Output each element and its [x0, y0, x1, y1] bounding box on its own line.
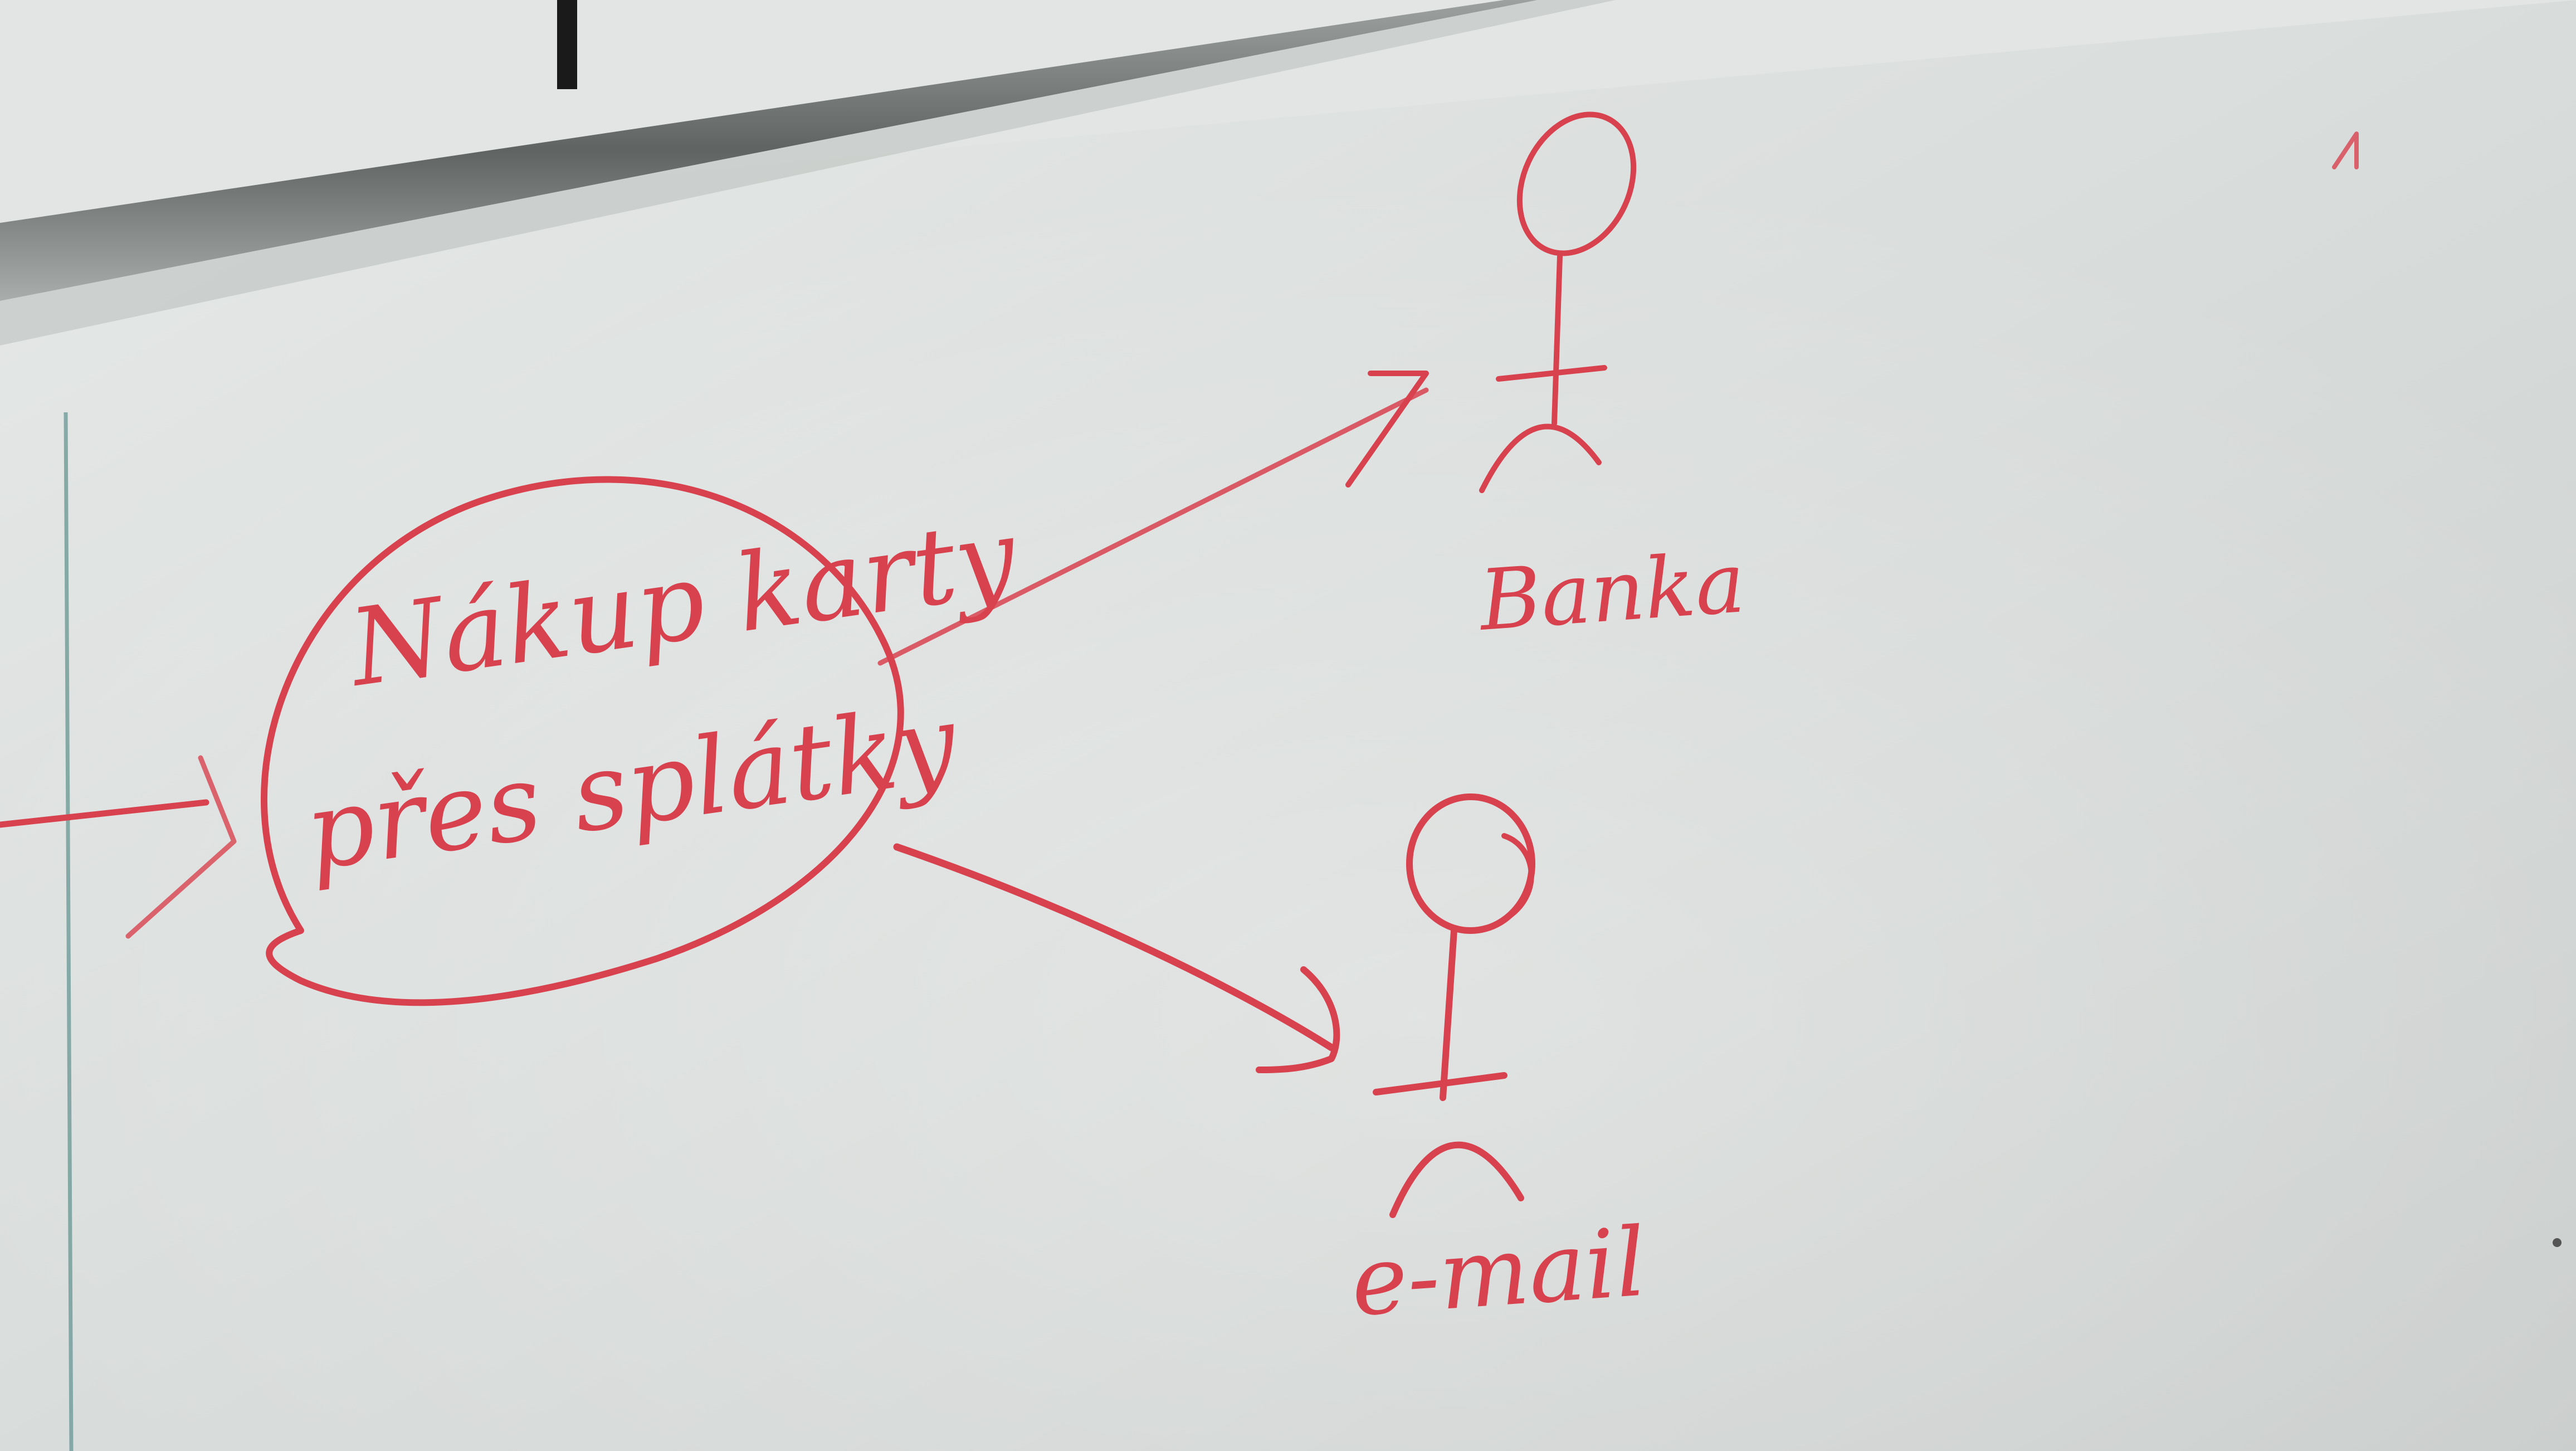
corner-mark: [2332, 132, 2359, 169]
actor-email-figure: [1373, 793, 1535, 1218]
actor-bank-figure: [1479, 111, 1637, 493]
arrow-to-email: [893, 843, 1335, 1051]
actor-email-label: e-mail: [1348, 1207, 1650, 1337]
board-speck: [2553, 1238, 2562, 1247]
arrow-to-bank: [877, 387, 1429, 666]
actor-bank-label: Banka: [1475, 534, 1748, 650]
use-case-ellipse: [261, 476, 904, 1006]
board-edge-line: [64, 412, 74, 1451]
frame-post: [557, 0, 577, 89]
incoming-line: [0, 799, 209, 828]
